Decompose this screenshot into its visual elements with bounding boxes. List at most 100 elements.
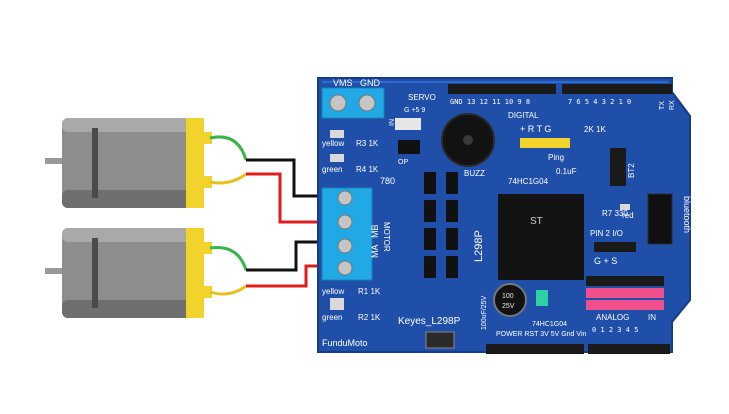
led-label-yellow: yellow (322, 139, 344, 148)
resistor-r1: R1 1K (358, 287, 381, 296)
motor-tab (204, 132, 212, 144)
terminal-screw[interactable] (337, 190, 353, 206)
wire-red-1 (246, 172, 338, 224)
motor-endcap (186, 118, 204, 208)
capacitor-large (493, 283, 527, 317)
servo-pins-label: G +5 9 (404, 107, 425, 114)
smd-led (330, 304, 344, 310)
motor-tab (204, 242, 212, 254)
rx-label: RX (669, 100, 676, 110)
jumper[interactable] (536, 290, 548, 306)
logic-chip-label: 74HC1G04 (532, 321, 567, 328)
motor-bottom (45, 228, 248, 318)
motor-lead-green (209, 245, 248, 271)
power-header[interactable] (486, 344, 584, 354)
cap-value-2: 25V (502, 303, 515, 310)
ic-chip-icon: ST (498, 194, 584, 280)
smd-led (330, 298, 344, 306)
led-label-green: green (322, 313, 342, 322)
ping-label: Ping (548, 153, 564, 162)
motor-lead-green (209, 135, 248, 161)
terminal-screw[interactable] (337, 260, 353, 276)
brand-label: FunduMoto (322, 338, 368, 348)
resistor-r2: R2 1K (358, 313, 381, 322)
motor-endcap (186, 228, 204, 318)
bluetooth-label: bluetooth (682, 196, 692, 233)
l298p-label: L298P (473, 230, 485, 262)
pin2-label: PIN 2 I/O (590, 229, 623, 238)
digital-pin-numbers: 7 6 5 4 3 2 1 0 (568, 98, 631, 106)
terminal-screw[interactable] (329, 94, 347, 112)
digital-label: DIGITAL (508, 111, 539, 120)
diode-array (424, 172, 458, 278)
ic-chip-small (398, 140, 420, 154)
power-pins-label: POWER RST 3V 5V Gnd Vin (496, 331, 586, 338)
terminal-screw[interactable] (337, 214, 353, 230)
motor-tab (204, 176, 212, 188)
resistor-r3: R3 1K (356, 139, 379, 148)
analog-in-label: IN (648, 313, 656, 322)
motor-shadow (62, 300, 192, 318)
buzzer-hole (463, 135, 473, 145)
bt-header[interactable] (610, 148, 626, 186)
motor-seam (92, 238, 98, 308)
motor-a-label: MA (370, 245, 380, 259)
motor-shadow (62, 190, 192, 208)
bluetooth-header[interactable] (647, 193, 673, 245)
digital-header-top[interactable] (448, 84, 672, 94)
motor-shaft (45, 158, 67, 164)
reset-button[interactable] (425, 331, 455, 349)
regulator-label: 780 (380, 176, 395, 186)
analog-header[interactable] (588, 344, 670, 354)
tx-label: TX (659, 101, 666, 110)
analog-numbers: 0 1 2 3 4 5 (592, 326, 638, 334)
motor-tab (204, 286, 212, 298)
ping-header[interactable] (520, 138, 570, 148)
motor-highlight (62, 228, 192, 242)
module-name-label: Keyes_L298P (398, 316, 461, 327)
digital-pin-numbers: GND 13 12 11 10 9 8 (450, 98, 530, 106)
resistor-r4: R4 1K (356, 165, 379, 174)
led-label-green: green (322, 165, 342, 174)
motor-b-label: MB (370, 225, 380, 239)
gs-label: G + S (594, 256, 617, 266)
terminal-screw[interactable] (358, 94, 376, 112)
servo-header[interactable] (395, 118, 421, 130)
cap-label-large: 100uF/25V (481, 295, 488, 330)
bt-label: BT2 (627, 163, 636, 178)
analog-io-headers[interactable] (586, 276, 664, 310)
motor-highlight (62, 118, 192, 132)
motor-lead-yellow (209, 172, 247, 185)
led-label-red: red (622, 211, 634, 220)
buzzer-label: BUZZ (464, 169, 485, 178)
l298p-chip (498, 194, 584, 280)
pin-header[interactable] (448, 84, 556, 94)
cap-value-1: 100 (502, 293, 514, 300)
analog-label: ANALOG (596, 313, 629, 322)
ping-pins-label: + R T G (520, 124, 551, 134)
motor-top (45, 118, 248, 208)
led-label-yellow: yellow (322, 287, 344, 296)
resistor-rk: 2K 1K (584, 125, 606, 134)
resistor-r7: R7 330 (602, 209, 628, 218)
terminal-screw[interactable] (337, 238, 353, 254)
motor-shaft (45, 268, 67, 274)
cap-label: 0.1uF (556, 167, 577, 176)
gnd-label: GND (360, 78, 381, 88)
logic-chip-label: 74HC1G04 (508, 177, 549, 186)
wire-black-1 (246, 158, 338, 198)
pin-header[interactable] (562, 84, 672, 94)
motor-shield-board: VMS GND MOTOR MA MB yellow green R3 1K R… (317, 77, 692, 354)
motor-seam (92, 128, 98, 198)
smd-led (330, 154, 344, 162)
smd-led (330, 130, 344, 138)
vms-label: VMS (333, 78, 353, 88)
in-label: IN (389, 119, 396, 126)
motor-lead-yellow (209, 284, 247, 296)
motor-label: MOTOR (382, 222, 391, 252)
servo-label: SERVO (408, 93, 436, 102)
smd-led (620, 204, 630, 210)
op-label: OP (398, 159, 408, 166)
pin2-header[interactable] (594, 242, 636, 252)
